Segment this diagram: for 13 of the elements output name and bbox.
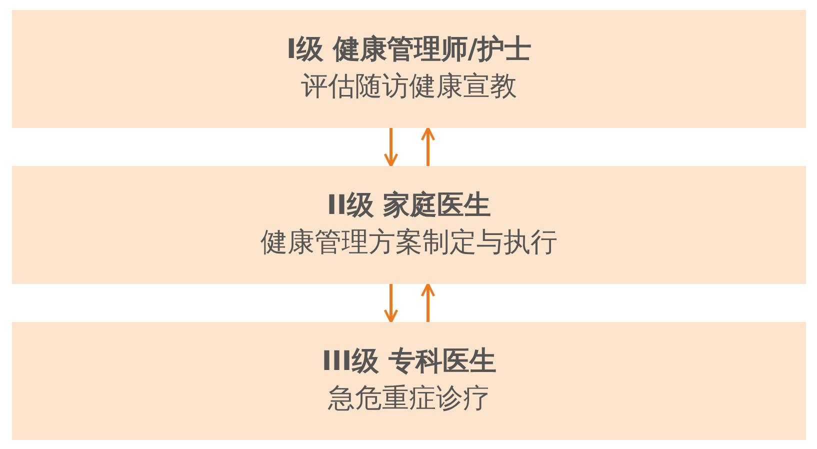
level-description: 健康管理方案制定与执行 — [260, 226, 558, 260]
level-heading: I级 健康管理师/护士 — [286, 33, 532, 67]
level-heading: II级 家庭医生 — [326, 189, 492, 223]
level-heading: III级 专科医生 — [322, 345, 496, 379]
level-box — [12, 10, 806, 128]
level-description: 急危重症诊疗 — [328, 382, 490, 416]
arrow — [420, 282, 436, 322]
level-description: 评估随访健康宣教 — [301, 70, 517, 104]
level-box — [12, 166, 806, 284]
arrow — [384, 128, 398, 168]
level-box — [12, 322, 806, 440]
arrow — [384, 284, 398, 324]
arrow — [420, 126, 436, 166]
